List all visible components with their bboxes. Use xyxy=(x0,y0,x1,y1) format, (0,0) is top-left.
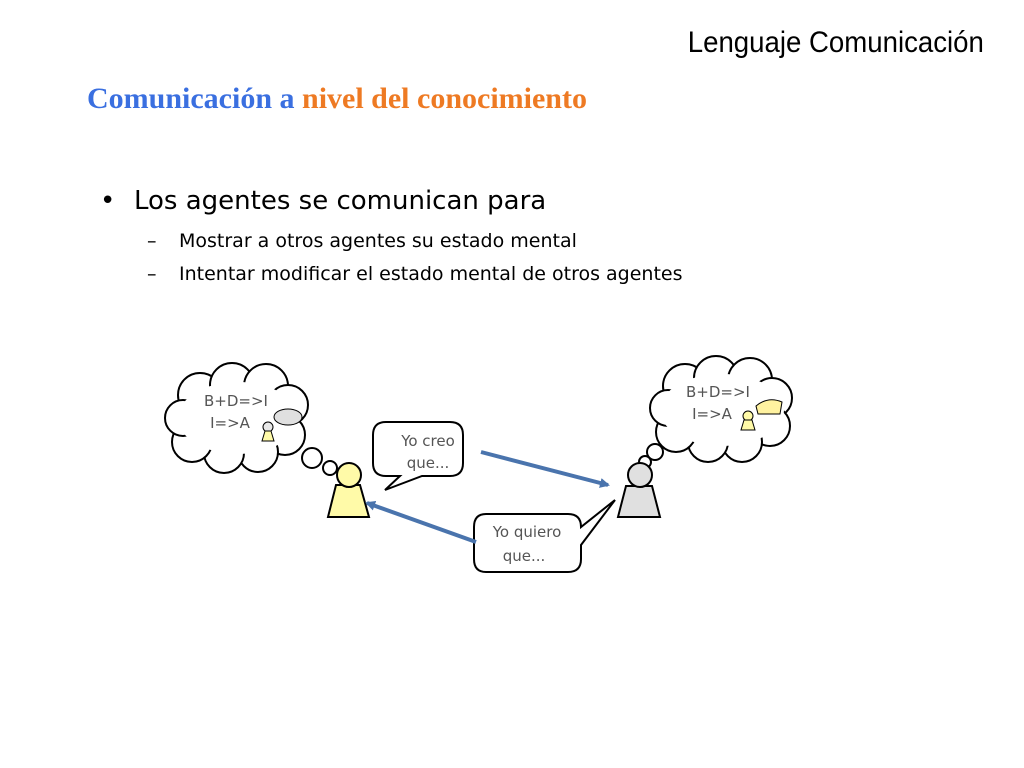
slide-subtitle: Comunicación a nivel del conocimiento xyxy=(87,82,587,116)
subtitle-part-a: Comunicación a xyxy=(87,82,295,115)
dash-marker: – xyxy=(147,230,157,252)
left-thought-cloud: B+D=>I I=>A xyxy=(164,362,338,476)
right-thought-line1: B+D=>I xyxy=(686,383,750,401)
right-thought-line2: I=>A xyxy=(692,405,733,423)
arrow-to-left-agent xyxy=(365,500,477,544)
sub-bullet-2: –Intentar modificar el estado mental de … xyxy=(147,263,683,285)
subtitle-part-b: nivel del conocimiento xyxy=(302,82,587,115)
bullet-main-text: Los agentes se comunican para xyxy=(134,186,547,216)
speech-2-line2: que... xyxy=(503,547,546,565)
left-thought-line2: I=>A xyxy=(210,414,251,432)
speech-bubble-yo-quiero: Yo quiero que... xyxy=(473,499,616,573)
arrow-to-right-agent xyxy=(480,450,610,488)
bullet-dot: • xyxy=(100,186,116,216)
left-thought-figure-icon xyxy=(261,408,303,442)
right-thought-cloud: B+D=>I I=>A xyxy=(638,355,793,469)
sub-bullet-2-text: Intentar modificar el estado mental de o… xyxy=(179,263,683,285)
bullet-main: • Los agentes se comunican para xyxy=(100,186,546,216)
left-agent-figure xyxy=(326,462,371,518)
speech-2-line1: Yo quiero xyxy=(492,523,562,541)
left-thought-line1: B+D=>I xyxy=(204,392,268,410)
speech-1-line2: que... xyxy=(407,454,450,472)
sub-bullet-1-text: Mostrar a otros agentes su estado mental xyxy=(179,230,577,252)
right-agent-figure xyxy=(616,462,662,518)
speech-1-line1: Yo creo xyxy=(400,432,455,450)
slide-header-title: Lenguaje Comunicación xyxy=(687,26,984,59)
sub-bullet-1: –Mostrar a otros agentes su estado menta… xyxy=(147,230,577,252)
right-thought-figure-icon xyxy=(740,399,783,431)
speech-bubble-yo-creo: Yo creo que... xyxy=(372,421,464,491)
dash-marker: – xyxy=(147,263,157,285)
